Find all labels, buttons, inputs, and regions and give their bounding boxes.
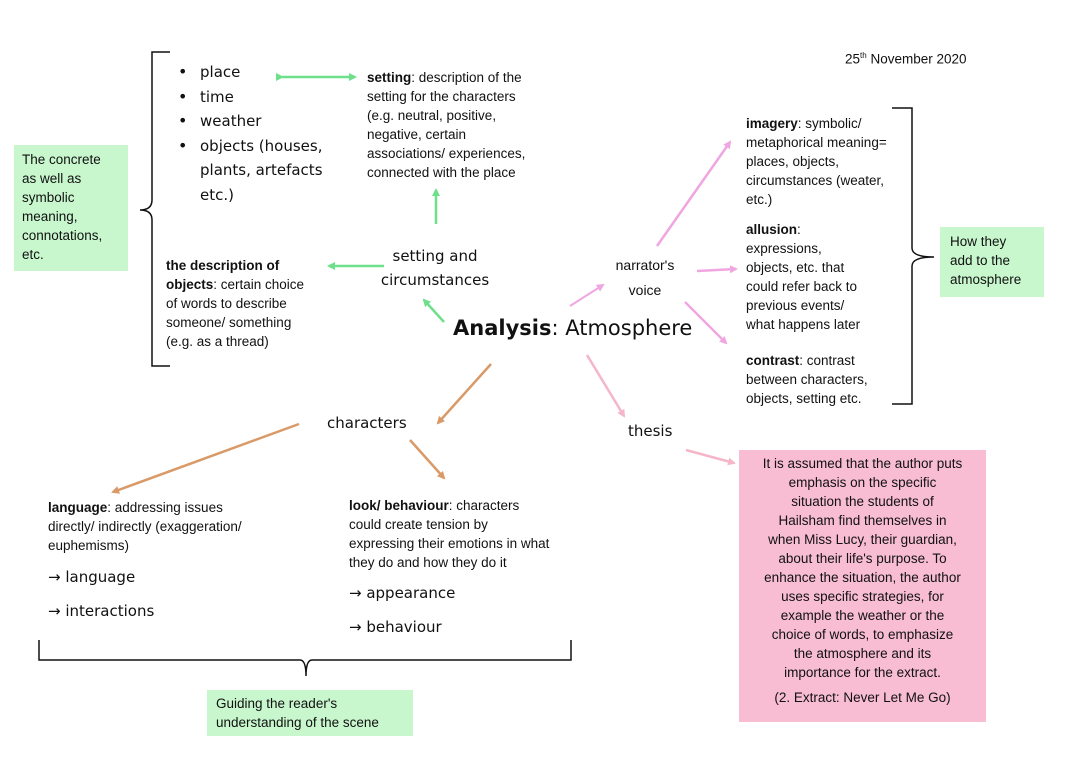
atmosphere-box: How they add to the atmosphere: [940, 227, 1044, 297]
arrow-narrator-imagery: [655, 140, 732, 247]
thesis-node: thesis: [628, 422, 673, 440]
bullet-item: place: [178, 60, 328, 85]
characters-node: characters: [327, 414, 407, 432]
language-sub-interactions: → interactions: [48, 602, 155, 620]
look-behaviour-description: look/ behaviour: characters could create…: [349, 498, 550, 570]
arrow-thesis-box: [685, 448, 736, 466]
arrow-narrator-allusion: [696, 265, 738, 274]
look-sub-behaviour: → behaviour: [349, 618, 442, 636]
arrow-center-thesis: [585, 354, 626, 418]
right-brace: [892, 107, 935, 405]
arrow-characters-language: [111, 422, 300, 494]
thesis-source: (2. Extract: Never Let Me Go): [774, 690, 951, 705]
setting-description: setting: description of the setting for …: [367, 70, 526, 180]
language-sub-language: → language: [48, 568, 136, 586]
contrast-description: contrast: contrast between characters, o…: [746, 353, 868, 406]
look-sub-appearance: → appearance: [349, 584, 456, 602]
imagery-description: imagery: symbolic/ metaphorical meaning=…: [746, 116, 887, 207]
concrete-meaning-box: The concrete as well as symbolic meaning…: [14, 145, 128, 271]
allusion-description: allusion: expressions, objects, etc. tha…: [746, 222, 861, 332]
thesis-box: It is assumed that the author puts empha…: [739, 450, 986, 722]
arrow-center-narrator: [569, 283, 605, 307]
objects-description: the description of objects: certain choi…: [166, 258, 305, 349]
bullet-item: time: [178, 85, 328, 110]
guiding-reader-box: Guiding the reader's understanding of th…: [207, 690, 413, 736]
bottom-brace: [38, 640, 572, 677]
date: 25th November 2020: [845, 51, 967, 67]
setting-bullet-list: place time weather objects (houses,plant…: [178, 60, 328, 207]
arrow-center-setting: [422, 298, 445, 323]
bullet-item: weather: [178, 109, 328, 134]
arrow-center-characters: [436, 363, 492, 425]
center-topic: Analysis: Atmosphere: [453, 316, 693, 340]
arrow-narrator-contrast: [684, 301, 728, 345]
left-brace: [139, 51, 170, 367]
language-description: language: addressing issues directly/ in…: [48, 500, 242, 553]
arrow-characters-look: [409, 439, 446, 480]
